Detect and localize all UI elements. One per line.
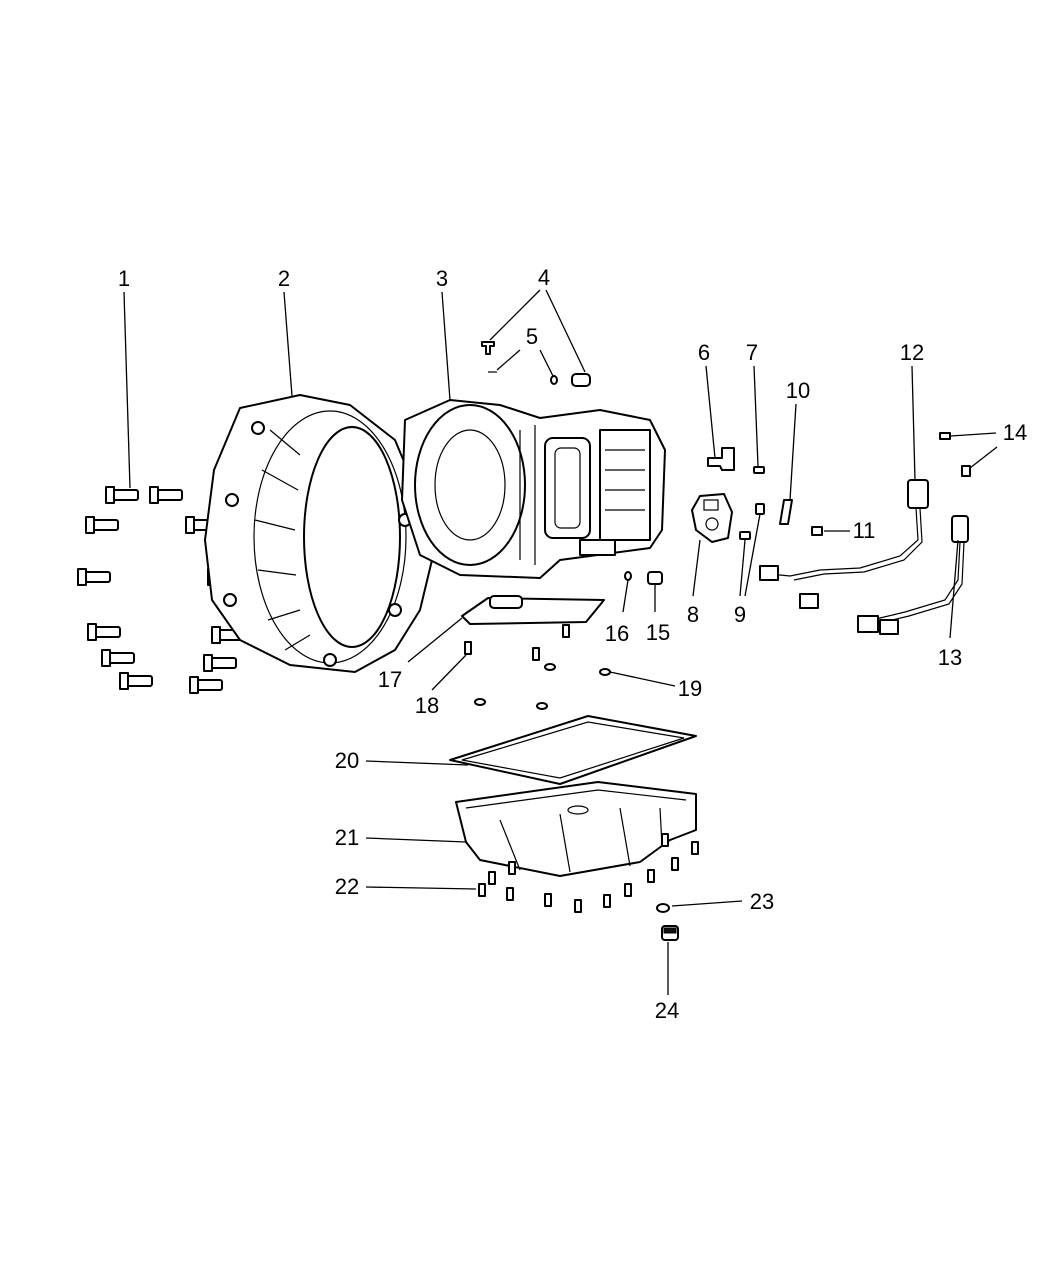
part-20-pan-gasket bbox=[449, 715, 697, 785]
part-4-plugs bbox=[481, 341, 591, 387]
callout-21: 21 bbox=[335, 825, 359, 850]
part-24-drain-plug bbox=[661, 925, 679, 941]
leader-lines bbox=[123, 289, 998, 995]
part-19-washers bbox=[474, 663, 611, 710]
callout-8: 8 bbox=[687, 602, 699, 627]
callout-3: 3 bbox=[436, 266, 448, 291]
part-14-screws bbox=[939, 432, 971, 477]
part-22-pan-bolts bbox=[478, 833, 699, 913]
part-12-wiring-harness bbox=[759, 479, 929, 609]
callout-2: 2 bbox=[278, 266, 290, 291]
callout-12: 12 bbox=[900, 340, 924, 365]
callout-20: 20 bbox=[335, 748, 359, 773]
callout-17: 17 bbox=[378, 667, 402, 692]
callout-6: 6 bbox=[698, 340, 710, 365]
part-13-wiring-harness bbox=[857, 515, 969, 635]
part-7-screw bbox=[753, 466, 765, 474]
callout-18: 18 bbox=[415, 693, 439, 718]
part-21-oil-pan bbox=[455, 781, 697, 877]
part-16-seal bbox=[624, 571, 632, 581]
part-11-clip bbox=[811, 526, 823, 536]
callout-5: 5 bbox=[526, 324, 538, 349]
callout-14: 14 bbox=[1003, 420, 1027, 445]
part-17-filter bbox=[461, 595, 605, 625]
callout-7: 7 bbox=[746, 340, 758, 365]
callout-4: 4 bbox=[538, 265, 550, 290]
callout-numbers: 1 2 3 4 5 6 7 8 9 10 11 12 13 14 15 16 1… bbox=[118, 265, 1027, 1023]
callout-11: 11 bbox=[853, 518, 876, 543]
part-23-washer bbox=[656, 903, 670, 913]
callout-16: 16 bbox=[605, 621, 629, 646]
part-8-range-sensor bbox=[691, 493, 733, 543]
part-5-small-parts bbox=[488, 371, 558, 385]
callout-15: 15 bbox=[646, 620, 670, 645]
callout-10: 10 bbox=[786, 378, 810, 403]
callout-24: 24 bbox=[655, 998, 679, 1023]
callout-19: 19 bbox=[678, 676, 702, 701]
part-9-bolts bbox=[739, 503, 765, 540]
callout-9: 9 bbox=[734, 602, 746, 627]
callout-23: 23 bbox=[750, 889, 774, 914]
callout-1: 1 bbox=[118, 266, 130, 291]
part-18-screws bbox=[464, 624, 570, 661]
callout-22: 22 bbox=[335, 874, 359, 899]
part-3-transmission-case bbox=[401, 399, 666, 579]
part-10-bracket bbox=[779, 499, 793, 525]
part-6-sensor bbox=[707, 447, 735, 471]
part-2-bell-housing bbox=[204, 394, 433, 673]
part-15-plug bbox=[647, 571, 663, 585]
callout-13: 13 bbox=[938, 645, 962, 670]
